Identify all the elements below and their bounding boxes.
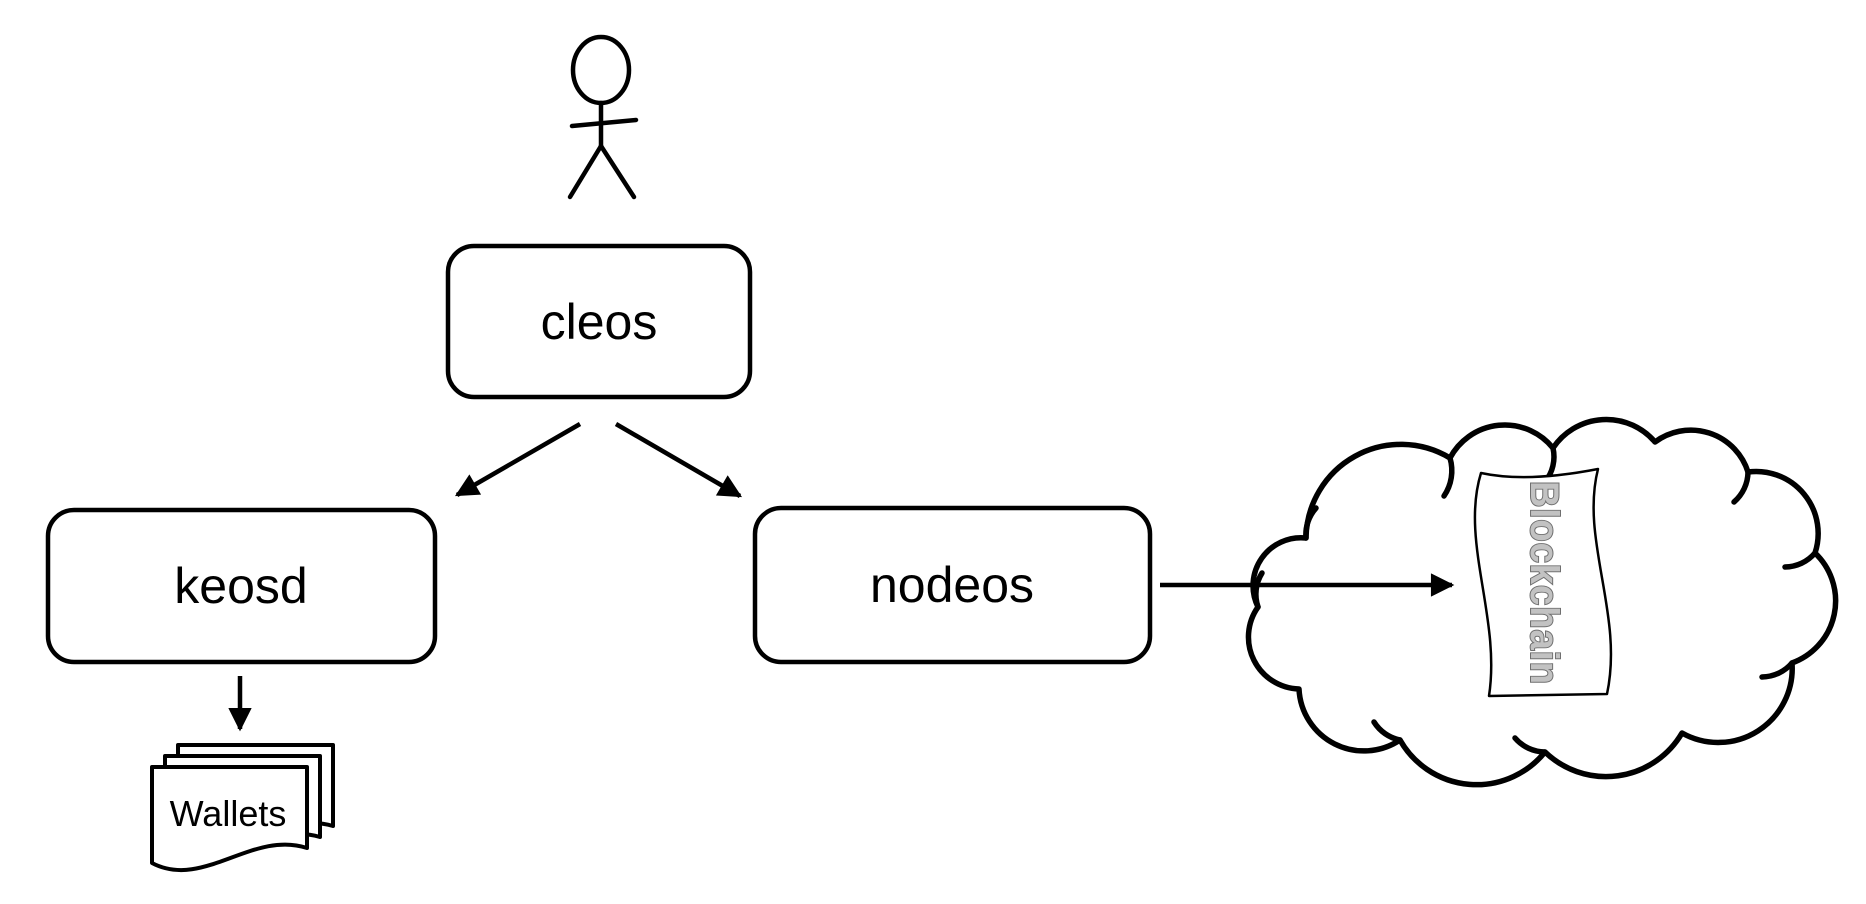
cleos-box <box>445 243 753 400</box>
actor-arms <box>569 117 639 129</box>
scroll-shape <box>1473 467 1613 698</box>
arrow-cleos-to-nodeos <box>614 422 743 498</box>
wallets-document-stack-icon: Wallets <box>150 743 335 872</box>
actor-right-leg <box>598 143 637 200</box>
actor-head <box>570 34 632 106</box>
cloud-inner-tails <box>1253 445 1818 755</box>
keosd-label: keosd <box>174 558 307 614</box>
node-cleos: cleos <box>445 243 753 400</box>
wallets-page-front <box>150 765 309 872</box>
arrow-cleos-to-keosd <box>454 422 582 497</box>
keosd-box <box>45 507 438 665</box>
blockchain-cloud-icon: Blockchain <box>1245 416 1839 788</box>
actor-left-leg <box>567 143 604 200</box>
stick-figure-actor-icon <box>567 34 639 200</box>
blockchain-scroll-icon: Blockchain <box>1473 467 1613 698</box>
cleos-label: cleos <box>541 294 658 350</box>
blockchain-label: Blockchain <box>1522 481 1566 685</box>
nodeos-box <box>752 505 1153 665</box>
nodeos-label: nodeos <box>870 557 1034 613</box>
node-keosd: keosd <box>45 507 438 665</box>
wallets-label: Wallets <box>170 793 287 834</box>
node-nodeos: nodeos <box>752 505 1153 665</box>
